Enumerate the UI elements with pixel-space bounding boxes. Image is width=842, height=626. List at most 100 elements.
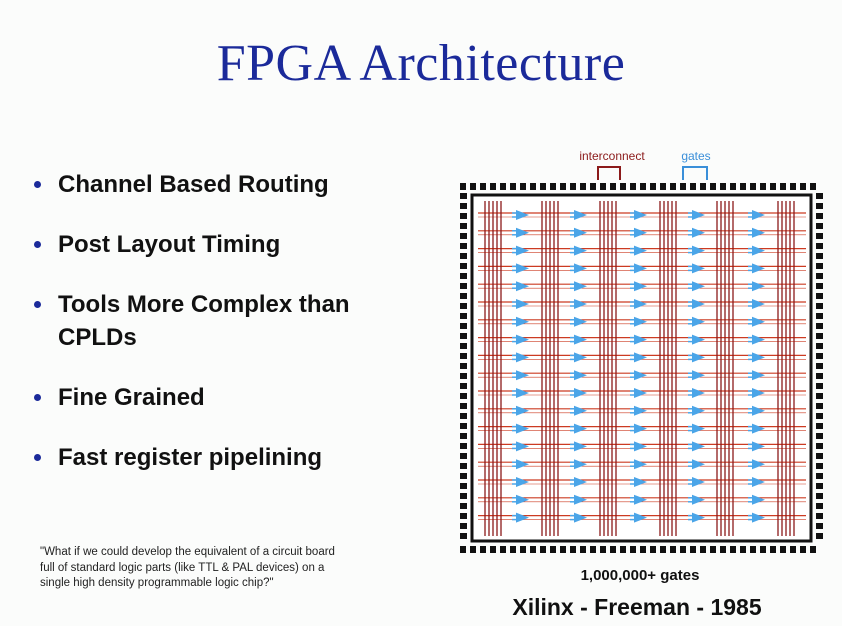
chip-pin <box>510 546 516 553</box>
chip-pin <box>810 546 816 553</box>
chip-pin <box>816 473 823 479</box>
chip-pin <box>460 323 467 329</box>
bullet-dot-icon <box>34 454 41 461</box>
logic-gate-icon <box>574 441 587 452</box>
bullet-item: Tools More Complex than CPLDs <box>32 288 432 354</box>
logic-gate-icon <box>516 423 529 434</box>
chip-pin <box>760 183 766 190</box>
logic-gate-icon <box>516 263 529 274</box>
gates-label: gates <box>681 149 710 163</box>
logic-gate-icon <box>634 299 647 309</box>
logic-gate-icon <box>634 477 647 487</box>
logic-gate-icon <box>574 512 587 523</box>
chip-pin <box>816 283 823 289</box>
chip-pin <box>816 313 823 319</box>
logic-gate-icon <box>692 352 705 363</box>
chip-pin <box>660 183 666 190</box>
logic-gate-icon <box>574 299 587 309</box>
bullet-text: Fast register pipelining <box>58 444 323 471</box>
routing-wires <box>478 201 806 536</box>
logic-gate-icon <box>692 210 705 220</box>
logic-gate-icon <box>516 352 529 363</box>
chip-pin <box>816 393 823 399</box>
logic-gate-icon <box>516 512 529 523</box>
logic-gate-icon <box>516 494 529 505</box>
bullet-text: Post Layout Timing <box>58 231 281 258</box>
logic-gate-icon <box>634 210 647 220</box>
chip-pin <box>500 183 506 190</box>
logic-gate-icon <box>692 388 705 398</box>
chip-pin <box>630 183 636 190</box>
chip-pin <box>460 483 467 489</box>
chip-pin <box>816 303 823 309</box>
chip-pin <box>600 183 606 190</box>
chip-pin <box>580 183 586 190</box>
chip-pin <box>816 343 823 349</box>
chip-pin <box>460 293 467 299</box>
logic-gate-icon <box>574 405 587 416</box>
chip-pin <box>580 546 586 553</box>
chip-pin <box>460 343 467 349</box>
logic-gate-icon <box>516 441 529 452</box>
logic-gate-icon <box>574 494 587 505</box>
chip-pin <box>680 183 686 190</box>
chip-pin <box>610 546 616 553</box>
logic-gate-icon <box>574 281 587 292</box>
logic-gate-icon <box>574 459 587 470</box>
logic-gate-icon <box>692 299 705 309</box>
chip-pin <box>460 546 466 553</box>
logic-gate-icon <box>516 210 529 220</box>
chip-pin <box>460 223 467 229</box>
chip-pin <box>460 393 467 399</box>
chip-pin <box>610 183 616 190</box>
logic-gate-icon <box>752 263 765 274</box>
chip-pin <box>480 546 486 553</box>
chip-pin <box>460 503 467 509</box>
logic-gate-icon <box>692 370 705 381</box>
logic-gate-icon <box>574 334 587 345</box>
chip-pin <box>816 333 823 339</box>
logic-gate-icon <box>752 352 765 363</box>
logic-gate-icon <box>516 388 529 398</box>
bullet-item: Fast register pipelining <box>32 441 432 474</box>
chip-pin <box>740 183 746 190</box>
bullet-dot-icon <box>34 301 41 308</box>
slide-title: FPGA Architecture <box>216 35 626 92</box>
chip-pin <box>460 373 467 379</box>
logic-gate-icon <box>634 227 647 238</box>
chip-pin <box>780 546 786 553</box>
chip-pin <box>730 546 736 553</box>
chip-pin <box>816 513 823 519</box>
bullet-text: Tools More Complex than CPLDs <box>58 291 350 351</box>
logic-gate-icon <box>752 441 765 452</box>
chip-pin <box>460 263 467 269</box>
logic-gate-icon <box>516 299 529 309</box>
logic-gate-icon <box>634 405 647 416</box>
chip-pin <box>816 353 823 359</box>
chip-pin <box>460 313 467 319</box>
chip-pin <box>790 546 796 553</box>
logic-gate-icon <box>516 477 529 487</box>
logic-gate-icon <box>692 459 705 470</box>
chip-pin <box>510 183 516 190</box>
logic-gate-icon <box>516 227 529 238</box>
chip-pin <box>680 546 686 553</box>
logic-gate-icon <box>752 227 765 238</box>
chip-pin <box>660 546 666 553</box>
logic-gate-icon <box>752 299 765 309</box>
chip-pin <box>816 483 823 489</box>
chip-pin <box>570 546 576 553</box>
logic-gate-icon <box>634 352 647 363</box>
chip-pin <box>690 183 696 190</box>
logic-gate-icon <box>692 494 705 505</box>
chip-pin-ring <box>460 183 823 553</box>
chip-pin <box>460 463 467 469</box>
chip-pin <box>800 546 806 553</box>
chip-pin <box>770 546 776 553</box>
logic-gate-icon <box>574 370 587 381</box>
interconnect-label: interconnect <box>579 149 645 163</box>
chip-pin <box>816 523 823 529</box>
chip-pin <box>816 323 823 329</box>
logic-gate-icon <box>752 316 765 327</box>
chip-pin <box>490 183 496 190</box>
